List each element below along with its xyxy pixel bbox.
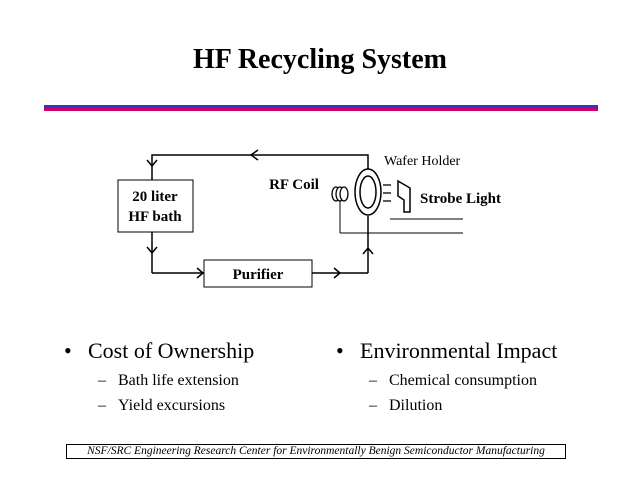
purifier-box: [203, 259, 313, 288]
bullet-dot: •: [336, 338, 344, 363]
wafer-holder-icon: [354, 168, 382, 216]
arrow-left-down-top: [146, 159, 158, 168]
hf-bath-box: [117, 179, 194, 233]
sub-bullet-text: Bath life extension: [118, 372, 239, 389]
title-underline-top-band: [44, 105, 598, 108]
arrow-from-purifier: [333, 267, 342, 279]
bullet-environmental-impact: • Environmental Impact: [336, 338, 557, 364]
hf-bath-label-line1: 20 liter: [132, 189, 178, 205]
bullet-cost-of-ownership: • Cost of Ownership: [64, 338, 254, 364]
strobe-rays-icon: [383, 184, 391, 202]
sub-bullet-text: Dilution: [389, 397, 443, 414]
wafer-holder-label: Wafer Holder: [384, 154, 461, 169]
flow-line-top: [151, 154, 369, 175]
bullet-dot: •: [64, 338, 72, 363]
sub-bullet-left-1: –Bath life extension: [98, 372, 239, 389]
sub-bullet-text: Chemical consumption: [389, 372, 537, 389]
rf-coil-icon: [331, 186, 349, 202]
title-underline: [44, 105, 598, 111]
flow-arrows: [146, 149, 374, 279]
slide-title: HF Recycling System: [192, 44, 448, 75]
arrow-left-down-bottom: [146, 246, 158, 255]
bullet-heading-left: Cost of Ownership: [88, 338, 255, 363]
sub-bullet-text: Yield excursions: [118, 397, 226, 414]
light-path-lines: [339, 200, 463, 234]
sub-bullet-left-2: –Yield excursions: [98, 397, 226, 414]
arrow-right-up: [362, 246, 374, 255]
arrow-top-left: [249, 149, 259, 161]
sub-bullet-right-2: –Dilution: [369, 397, 443, 414]
bullet-heading-right: Environmental Impact: [360, 338, 558, 363]
rf-coil-label: RF Coil: [269, 177, 319, 193]
title-underline-bottom-band: [44, 108, 598, 111]
strobe-light-icon: [397, 179, 411, 213]
arrow-to-purifier: [196, 267, 205, 279]
footer-credit: NSF/SRC Engineering Research Center for …: [66, 444, 566, 459]
sub-bullet-right-1: –Chemical consumption: [369, 372, 537, 389]
purifier-label: Purifier: [233, 267, 284, 283]
hf-bath-label-line2: HF bath: [128, 209, 182, 225]
strobe-light-label: Strobe Light: [420, 191, 501, 207]
